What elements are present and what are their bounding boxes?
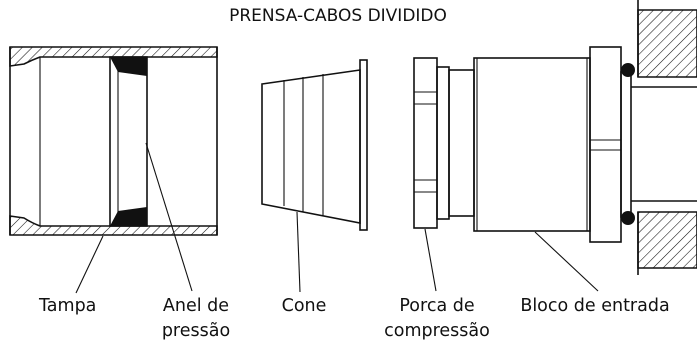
enclosure-wall (637, 0, 697, 275)
anel-de-pressao-ring (109, 56, 148, 227)
tampa-cap (9, 46, 218, 236)
label-porca-line1: Porca de (399, 296, 474, 316)
porca-de-compressao-nut (413, 57, 475, 229)
label-bloco: Bloco de entrada (520, 296, 669, 316)
label-anel-line1: Anel de (163, 296, 229, 316)
label-tampa: Tampa (38, 296, 96, 316)
bloco-de-entrada-body (473, 46, 697, 243)
label-anel-line2: pressão (162, 321, 230, 341)
leader-lines (75, 142, 599, 294)
label-cone: Cone (282, 296, 327, 316)
label-porca-line2: compressão (384, 321, 490, 341)
diagram-title: PRENSA-CABOS DIVIDIDO (229, 6, 447, 26)
cone-part (261, 59, 368, 231)
